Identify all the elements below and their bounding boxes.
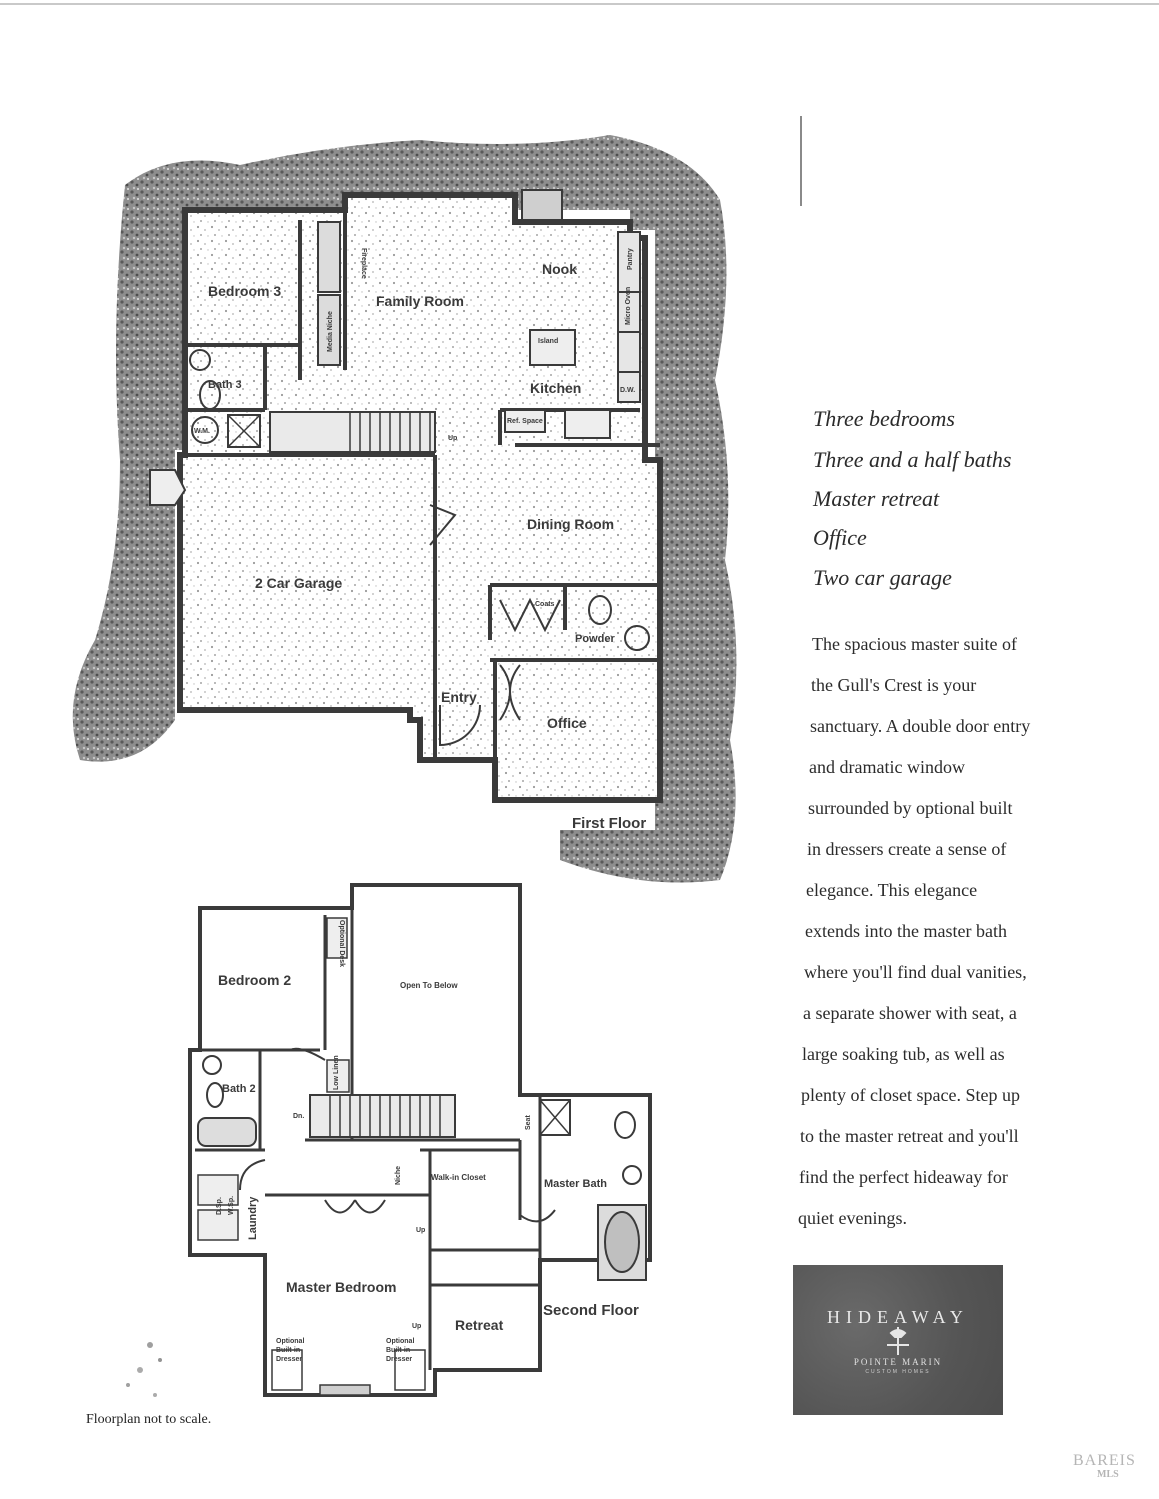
label-fireplace: Fireplace bbox=[360, 248, 367, 279]
label-nook: Nook bbox=[542, 261, 577, 277]
label-retreat: Retreat bbox=[455, 1317, 504, 1333]
landscaping-small bbox=[126, 1342, 162, 1397]
label-builtin-right-1: Optional bbox=[386, 1338, 414, 1345]
label-media-niche: Media Niche bbox=[327, 311, 334, 352]
desc-line-10: a separate shower with seat, a bbox=[803, 1003, 1017, 1023]
scan-edge-line bbox=[0, 3, 1159, 5]
label-powder: Powder bbox=[575, 633, 615, 645]
hideaway-logo: HIDEAWAY POINTE MARIN CUSTOM HOMES bbox=[793, 1265, 1003, 1415]
label-up-retreat: Up bbox=[412, 1323, 421, 1330]
label-wm: W.M. bbox=[194, 428, 210, 435]
label-seat: Seat bbox=[525, 1115, 532, 1130]
label-bedroom2: Bedroom 2 bbox=[218, 972, 291, 988]
desc-line-14: find the perfect hideaway for bbox=[799, 1167, 1008, 1187]
landscaping bbox=[72, 135, 737, 883]
label-bath3: Bath 3 bbox=[208, 379, 242, 391]
mls-watermark-sub: MLS bbox=[1097, 1469, 1119, 1480]
footnote: Floorplan not to scale. bbox=[86, 1412, 212, 1427]
label-optional-desk: Optional Desk bbox=[338, 920, 345, 967]
desc-line-2: the Gull's Crest is your bbox=[811, 675, 977, 695]
label-ref-space: Ref. Space bbox=[507, 418, 543, 425]
label-entry: Entry bbox=[441, 689, 477, 705]
label-master-bedroom: Master Bedroom bbox=[286, 1279, 396, 1295]
desc-line-13: to the master retreat and you'll bbox=[800, 1126, 1019, 1146]
first-floor-plan bbox=[149, 189, 663, 803]
desc-line-4: and dramatic window bbox=[809, 757, 965, 777]
label-builtin-left-3: Dresser bbox=[276, 1356, 302, 1363]
label-dw: D.W. bbox=[620, 387, 635, 394]
label-micro-oven: Micro Oven bbox=[625, 287, 632, 325]
desc-line-11: large soaking tub, as well as bbox=[802, 1044, 1005, 1064]
label-niche: Niche bbox=[395, 1166, 402, 1185]
label-laundry: Laundry bbox=[247, 1196, 259, 1240]
label-bath2: Bath 2 bbox=[222, 1083, 256, 1095]
logo-title: HIDEAWAY bbox=[827, 1307, 969, 1327]
label-garage: 2 Car Garage bbox=[255, 575, 342, 591]
desc-line-7: elegance. This elegance bbox=[806, 880, 978, 900]
label-kitchen: Kitchen bbox=[530, 380, 581, 396]
label-up: Up bbox=[448, 435, 457, 442]
desc-line-15: quiet evenings. bbox=[798, 1208, 907, 1228]
label-dryer-space: D.Sp. bbox=[216, 1197, 223, 1215]
feature-3: Master retreat bbox=[813, 486, 940, 511]
desc-line-9: where you'll find dual vanities, bbox=[804, 962, 1027, 982]
label-builtin-right-3: Dresser bbox=[386, 1356, 412, 1363]
first-floor-stairs bbox=[269, 411, 436, 453]
logo-subtitle: POINTE MARIN bbox=[853, 1357, 943, 1367]
feature-2: Three and a half baths bbox=[813, 447, 1012, 472]
weathervane-icon bbox=[887, 1327, 909, 1355]
label-walk-in-closet: Walk-in Closet bbox=[431, 1173, 486, 1182]
label-builtin-left-2: Built-in bbox=[276, 1347, 300, 1354]
label-open-to-below: Open To Below bbox=[400, 981, 458, 990]
label-up-stair: Up bbox=[416, 1227, 425, 1234]
label-family-room: Family Room bbox=[376, 293, 464, 309]
label-island: Island bbox=[538, 338, 558, 345]
desc-line-1: The spacious master suite of bbox=[812, 634, 1017, 654]
logo-tagline: CUSTOM HOMES bbox=[865, 1369, 931, 1375]
desc-line-3: sanctuary. A double door entry bbox=[810, 716, 1031, 736]
label-low-linen: Low Linen bbox=[333, 1055, 340, 1090]
label-builtin-right-2: Built-in bbox=[386, 1347, 410, 1354]
divider-line bbox=[800, 116, 802, 206]
mls-watermark: BAREIS bbox=[1073, 1452, 1136, 1469]
feature-5: Two car garage bbox=[813, 565, 952, 590]
first-floor-title: First Floor bbox=[572, 815, 646, 832]
second-floor-stairs bbox=[309, 1094, 456, 1138]
second-floor-title: Second Floor bbox=[543, 1302, 639, 1319]
label-builtin-left-1: Optional bbox=[276, 1338, 304, 1345]
feature-1: Three bedrooms bbox=[813, 406, 955, 431]
label-dn: Dn. bbox=[293, 1113, 304, 1120]
label-coats: Coats bbox=[535, 601, 555, 608]
desc-line-6: in dressers create a sense of bbox=[807, 839, 1007, 859]
label-dining-room: Dining Room bbox=[527, 516, 614, 532]
second-floor-plan bbox=[188, 883, 652, 1397]
label-bedroom3: Bedroom 3 bbox=[208, 283, 281, 299]
label-office: Office bbox=[547, 715, 587, 731]
feature-4: Office bbox=[813, 525, 867, 550]
desc-line-8: extends into the master bath bbox=[805, 921, 1007, 941]
desc-line-5: surrounded by optional built bbox=[808, 798, 1013, 818]
label-washer-space: W.Sp. bbox=[228, 1196, 235, 1215]
label-master-bath: Master Bath bbox=[544, 1178, 607, 1190]
desc-line-12: plenty of closet space. Step up bbox=[801, 1085, 1020, 1105]
floorplan-drawing: Bedroom 3 Family Room Nook Kitchen Bath … bbox=[72, 135, 737, 1397]
label-pantry: Pantry bbox=[627, 248, 634, 270]
